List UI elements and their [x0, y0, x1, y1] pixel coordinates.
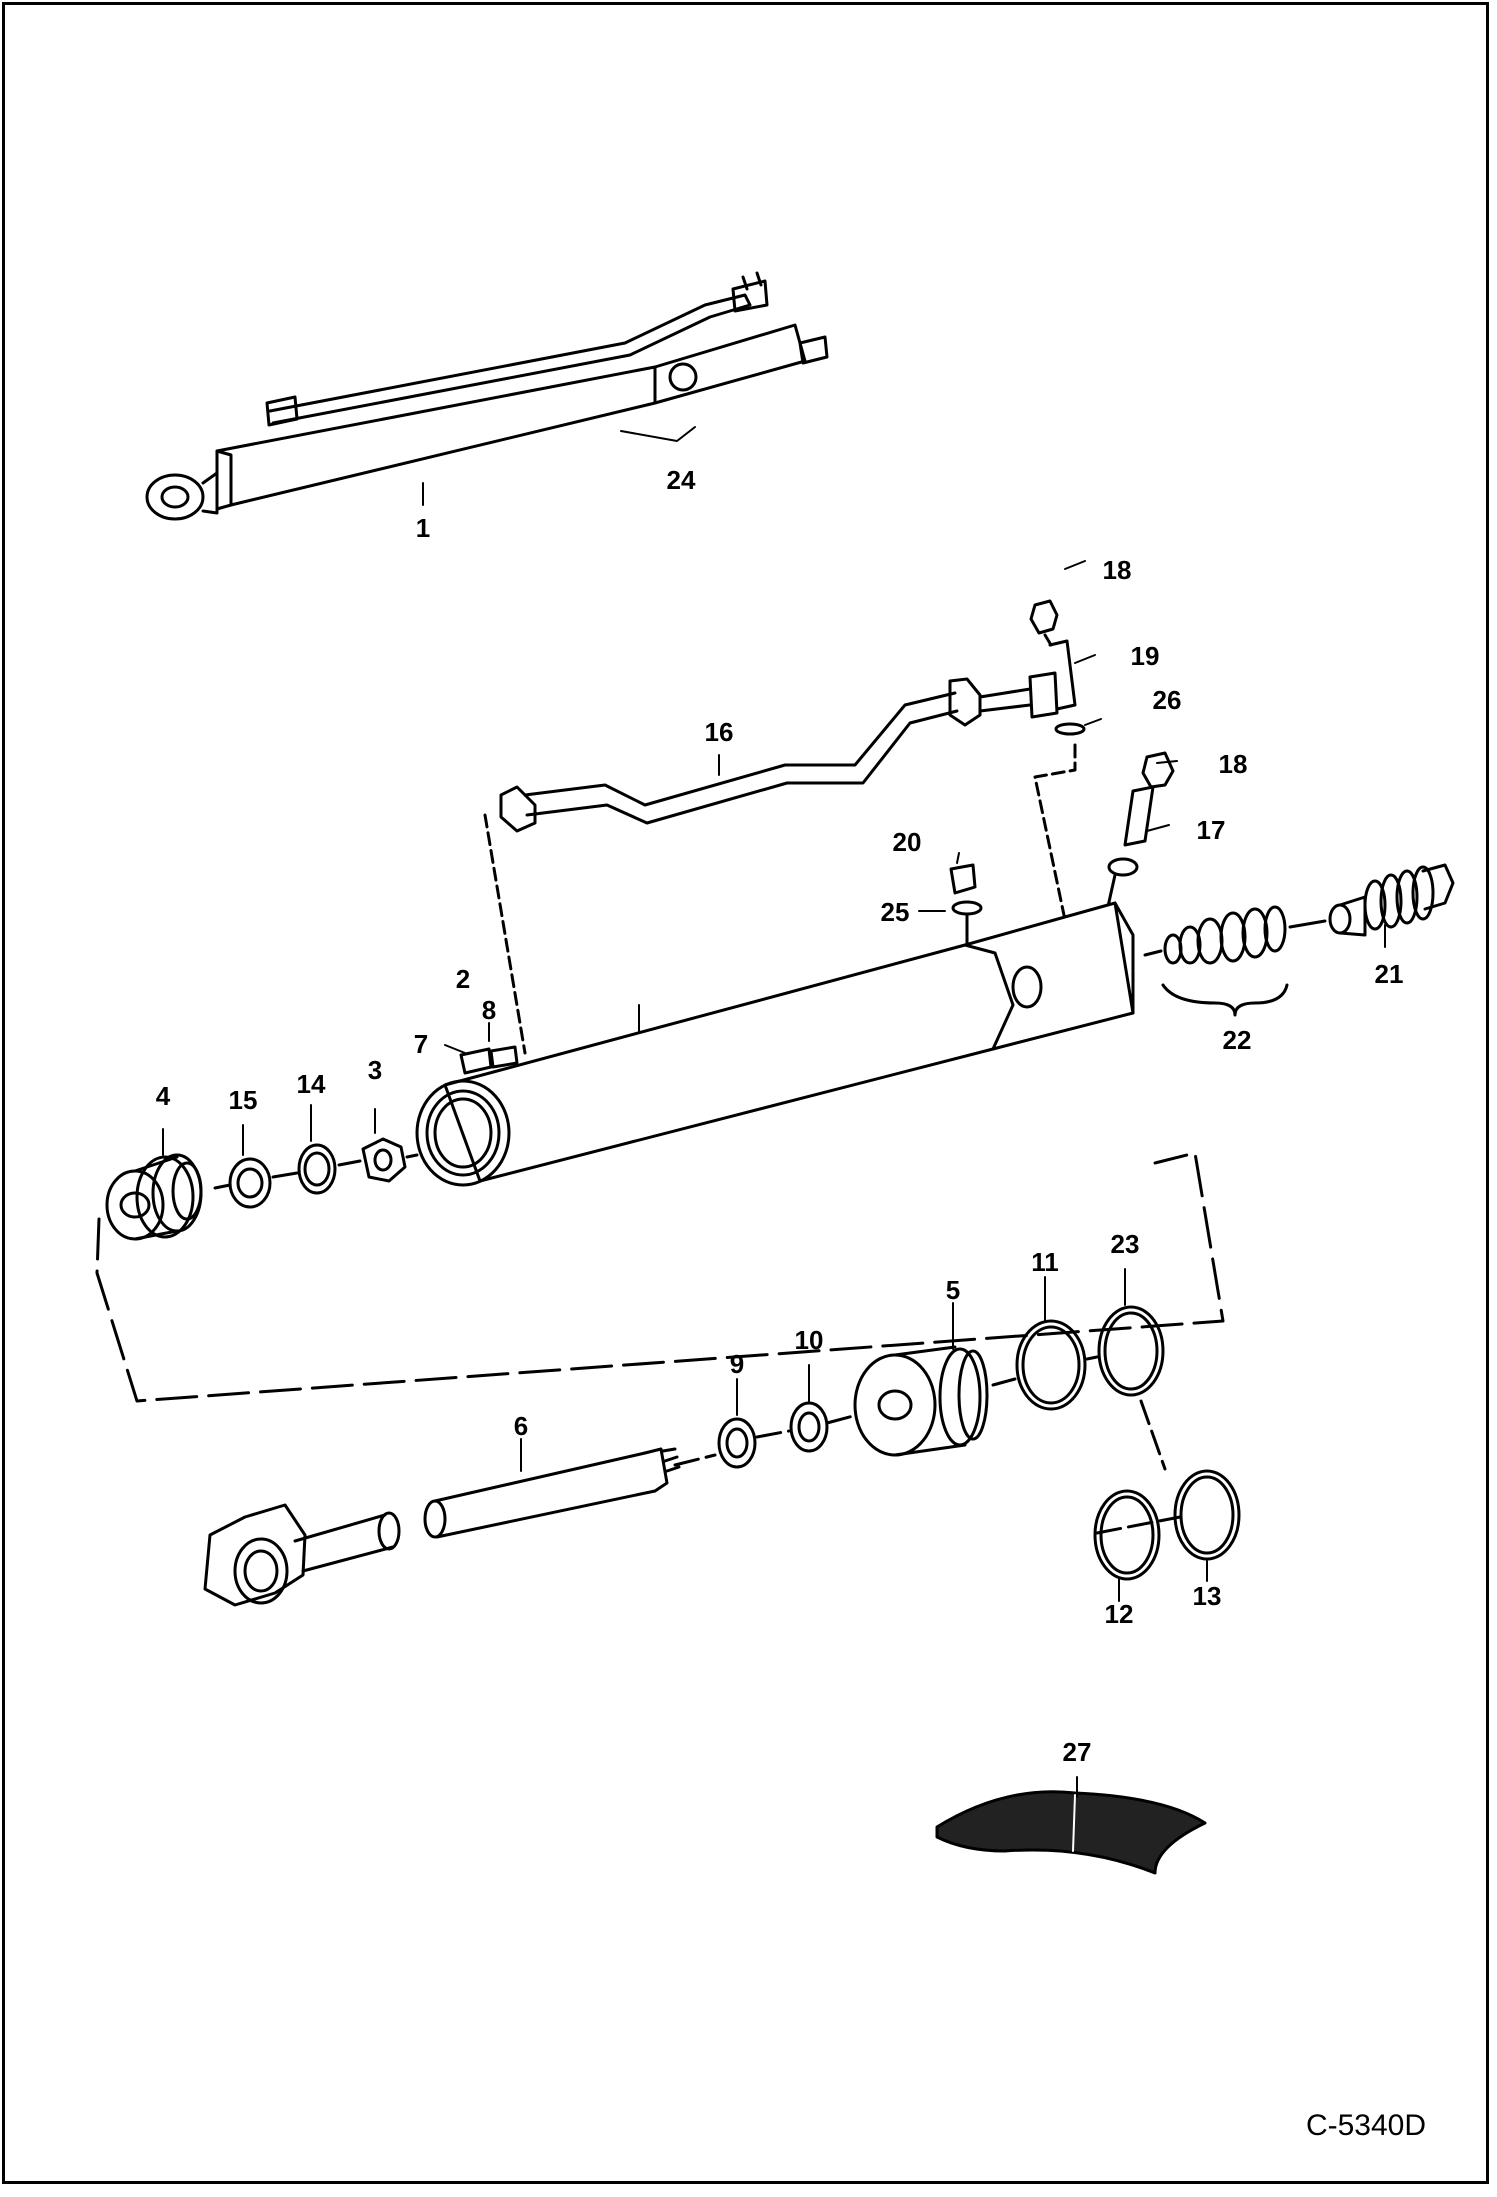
- assembled-cylinder: [145, 271, 829, 521]
- callout-5: 5: [946, 1275, 960, 1305]
- hydraulic-tube: [499, 677, 1032, 833]
- callout-1: 1: [416, 513, 430, 543]
- cylinder-barrel: [415, 901, 1135, 1187]
- rod-gland: [853, 1345, 989, 1457]
- rod-wiper: [789, 1401, 829, 1453]
- assembly-line: [95, 1151, 1225, 1403]
- exploded-parts-diagram: 1 2 3 4 5 6 7 8 9 10 11 12 13 14 15 16 1…: [95, 271, 1455, 1875]
- wear-ring: [228, 1157, 272, 1209]
- callout-2: 2: [456, 964, 470, 994]
- callout-7: 7: [414, 1029, 428, 1059]
- vent-plug: [949, 863, 983, 916]
- callout-14: 14: [297, 1069, 326, 1099]
- piston: [105, 1153, 203, 1241]
- callout-8: 8: [482, 995, 496, 1025]
- o-ring: [1015, 1319, 1087, 1411]
- backup-ring-small: [1173, 1469, 1241, 1561]
- piston-nut: [361, 1137, 407, 1183]
- callout-13: 13: [1193, 1581, 1222, 1611]
- callout-9: 9: [730, 1349, 744, 1379]
- callout-11: 11: [1031, 1247, 1059, 1277]
- callout-20: 20: [893, 827, 922, 857]
- callout-10: 10: [795, 1325, 824, 1355]
- callout-16: 16: [705, 717, 734, 747]
- assembly-line: [483, 813, 527, 1055]
- tee-fitting: [1028, 599, 1086, 736]
- backup-ring: [1097, 1305, 1165, 1397]
- assembly-line: [673, 1355, 1182, 1535]
- callout-27: 27: [1063, 1737, 1092, 1767]
- o-ring-small: [1093, 1489, 1161, 1581]
- callout-leaders: [162, 426, 1386, 1798]
- callout-17: 17: [1197, 815, 1226, 845]
- callout-3: 3: [368, 1055, 382, 1085]
- callout-12: 12: [1105, 1599, 1134, 1629]
- cylinder-cap: [1328, 863, 1455, 937]
- drawing-code: C-5340D: [1305, 2109, 1426, 2142]
- seal-ring: [297, 1143, 337, 1195]
- callout-26: 26: [1153, 685, 1182, 715]
- callout-19: 19: [1131, 641, 1160, 671]
- assembly-line: [213, 1153, 419, 1190]
- callout-22: 22: [1223, 1025, 1252, 1055]
- seal-kit: [1143, 905, 1327, 1017]
- callout-15: 15: [229, 1085, 258, 1115]
- callout-24: 24: [667, 465, 696, 495]
- callout-23: 23: [1111, 1229, 1140, 1259]
- callout-25: 25: [881, 897, 910, 927]
- piston-rod: [203, 1447, 681, 1607]
- assembly-line: [1033, 743, 1077, 922]
- rod-seal: [717, 1417, 757, 1469]
- callout-labels: 1 2 3 4 5 6 7 8 9 10 11 12 13 14 15 16 1…: [156, 465, 1404, 1767]
- callout-18: 18: [1103, 555, 1132, 585]
- adapter-fitting: [1107, 751, 1175, 877]
- callout-6: 6: [514, 1411, 528, 1441]
- callout-4: 4: [156, 1081, 171, 1111]
- callout-21: 21: [1375, 959, 1404, 989]
- callout-18b: 18: [1219, 749, 1248, 779]
- decal: [935, 1790, 1207, 1875]
